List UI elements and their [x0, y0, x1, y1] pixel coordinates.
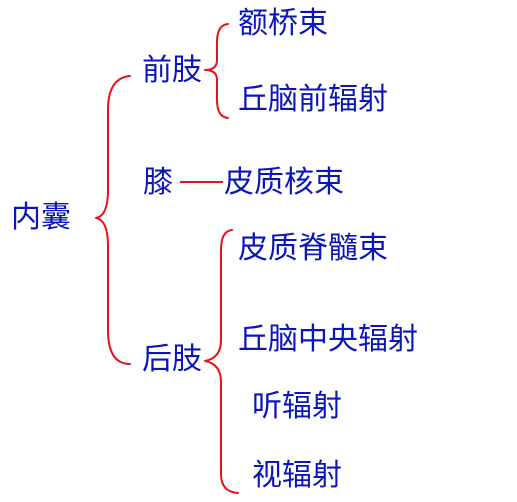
leaf-corticospinal-tract: 皮质脊髓束	[238, 231, 388, 266]
anterior-limb-brace	[204, 23, 229, 119]
leaf-auditory-radiation: 听辐射	[252, 389, 342, 424]
branch-label-genu: 膝	[143, 165, 173, 200]
root-label: 内囊	[11, 200, 71, 235]
branch-label-posterior-limb: 后肢	[142, 342, 202, 377]
leaf-optic-radiation: 视辐射	[252, 458, 342, 493]
branch-label-anterior-limb: 前肢	[142, 53, 202, 88]
posterior-limb-brace	[204, 229, 239, 494]
leaf-central-thalamic-radiation: 丘脑中央辐射	[238, 322, 418, 357]
leaf-anterior-thalamic-radiation: 丘脑前辐射	[238, 82, 388, 117]
leaf-corticonuclear-tract: 皮质核束	[224, 165, 344, 200]
main-brace	[95, 75, 131, 365]
leaf-frontopontine-tract: 额桥束	[238, 6, 328, 41]
